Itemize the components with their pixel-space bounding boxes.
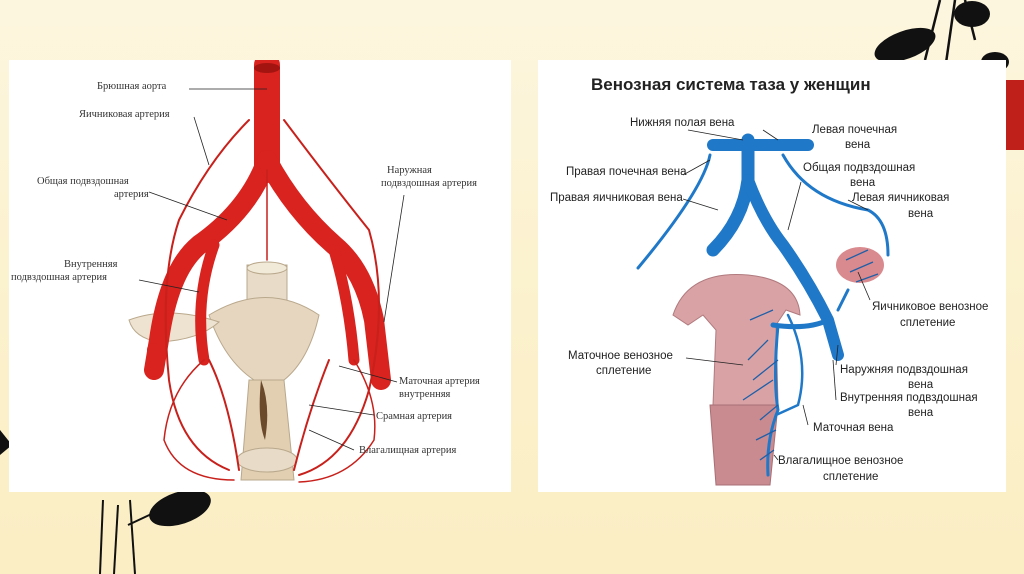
label-ovarian-artery: Яичниковая артерия (79, 109, 170, 120)
venous-diagram-title: Венозная система таза у женщин (591, 75, 871, 94)
label-external-iliac-1: Наружняя подвздошная (840, 364, 968, 376)
venous-diagram-panel: Венозная система таза у женщин (538, 60, 1006, 492)
label-abdominal-aorta: Брюшная аорта (97, 81, 167, 92)
label-common-iliac-1: Общая подвздошная (803, 162, 915, 174)
arterial-diagram: Брюшная аорта Яичниковая артерия Общая п… (9, 60, 511, 492)
label-common-iliac-2: вена (850, 177, 876, 189)
label-internal-iliac-1: Внутренняя (64, 259, 118, 270)
label-ovarian-plexus-2: сплетение (900, 317, 955, 329)
label-left-renal-2: вена (845, 139, 871, 151)
arterial-diagram-panel: Брюшная аорта Яичниковая артерия Общая п… (9, 60, 511, 492)
label-uterine-2: внутренняя (399, 389, 451, 400)
label-uterine-1: Маточная артерия (399, 376, 480, 387)
label-ivc: Нижняя полая вена (630, 117, 735, 129)
label-external-iliac-2: подвздошная артерия (381, 178, 477, 189)
label-external-iliac-1: Наружная (387, 165, 432, 176)
label-vaginal-plexus-2: сплетение (823, 471, 878, 483)
uterus-shape (673, 275, 800, 486)
label-left-ovarian-1: Левая яичниковая (852, 192, 949, 204)
label-uterine-plexus-1: Маточное венозное (568, 350, 673, 362)
label-uterine-vein: Маточная вена (813, 422, 894, 434)
label-vaginal-plexus-1: Влагалищное венозное (778, 455, 903, 467)
label-right-ovarian: Правая яичниковая вена (550, 192, 683, 204)
label-left-renal-1: Левая почечная (812, 124, 897, 136)
label-internal-iliac-2: вена (908, 407, 934, 419)
label-external-iliac-2: вена (908, 379, 934, 391)
venous-diagram: Венозная система таза у женщин (538, 60, 1006, 492)
label-common-iliac-1: Общая подвздошная (37, 176, 129, 187)
label-common-iliac-2: артерия (114, 189, 149, 200)
label-left-ovarian-2: вена (908, 208, 934, 220)
label-ovarian-plexus-1: Яичниковое венозное (872, 301, 988, 313)
label-internal-iliac-2: подвздошная артерия (11, 272, 107, 283)
label-pudendal: Срамная артерия (376, 411, 452, 422)
label-internal-iliac-1: Внутренняя подвздошная (840, 392, 978, 404)
label-uterine-plexus-2: сплетение (596, 365, 651, 377)
label-right-renal: Правая почечная вена (566, 166, 687, 178)
label-vaginal: Влагалищная артерия (359, 445, 457, 456)
